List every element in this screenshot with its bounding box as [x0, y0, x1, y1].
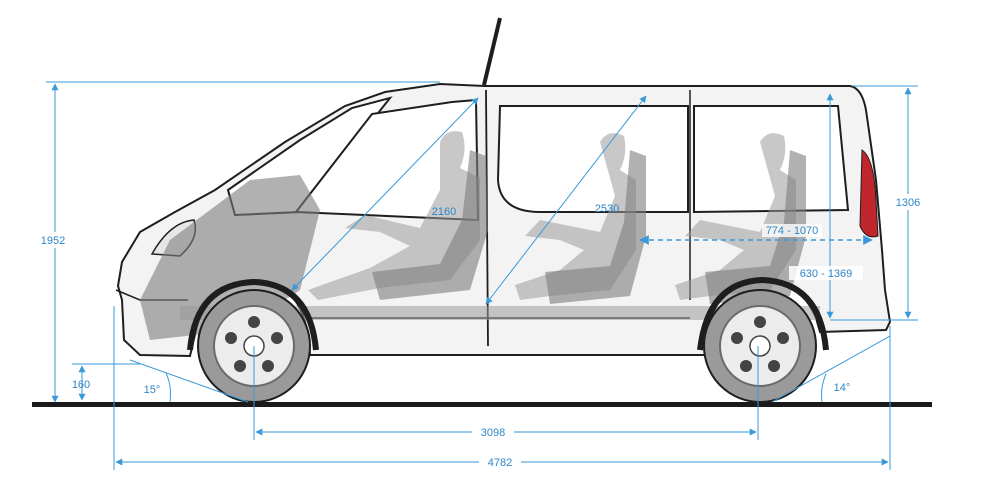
- front-legroom-label: 2160: [432, 206, 456, 218]
- approach-angle-label: 15°: [144, 384, 161, 396]
- rear-wheel: [703, 289, 817, 403]
- seat-range-label: 774 - 1070: [766, 225, 819, 237]
- clearance-label: 160: [72, 379, 90, 391]
- rear-seat-ghost: [705, 150, 806, 304]
- sliding-door-window: [496, 105, 689, 213]
- front-legroom-line: [291, 97, 479, 291]
- roof-height-label: 1306: [896, 197, 920, 209]
- overall-height-label: 1952: [41, 235, 65, 247]
- wheelbase-label: 3098: [481, 427, 505, 439]
- rear-wheel-arch: [697, 276, 829, 351]
- ground-line: [32, 402, 932, 407]
- rear-legroom-line: [485, 95, 647, 305]
- departure-angle-arc: [821, 373, 827, 403]
- floor-range-label: 630 - 1369: [800, 268, 853, 280]
- approach-angle-line: [129, 359, 249, 403]
- departure-angle-label: 14°: [834, 382, 851, 394]
- departure-angle-line: [771, 335, 891, 403]
- rear-legroom-label: 2530: [595, 203, 619, 215]
- approach-angle-arc: [165, 372, 171, 403]
- front-wheel-arch: [187, 278, 319, 351]
- antenna: [482, 17, 502, 86]
- floor-ghost: [180, 306, 820, 320]
- tail-light: [859, 149, 879, 238]
- rear-passenger-ghost: [675, 133, 796, 300]
- overall-length-label: 4782: [488, 457, 512, 469]
